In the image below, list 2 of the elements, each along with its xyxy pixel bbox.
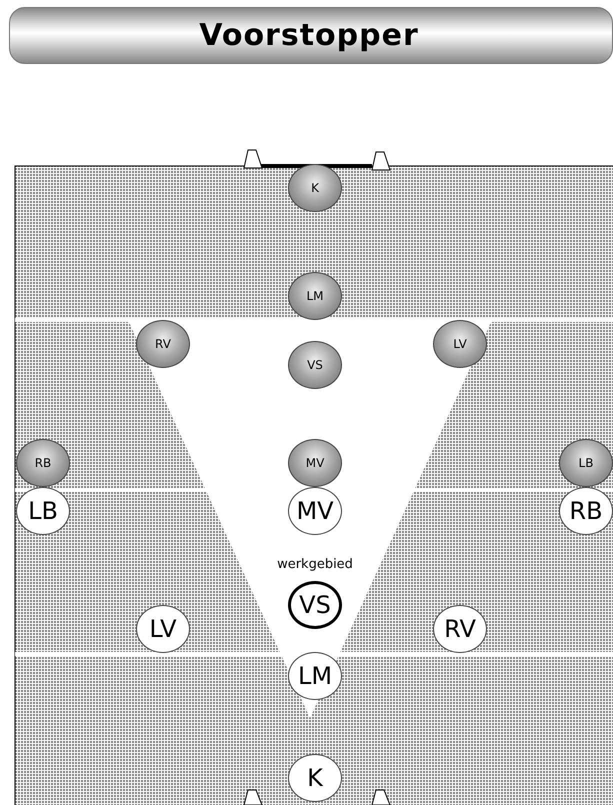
title: Voorstopper: [199, 18, 419, 53]
zone-label: werkgebied: [276, 557, 354, 572]
